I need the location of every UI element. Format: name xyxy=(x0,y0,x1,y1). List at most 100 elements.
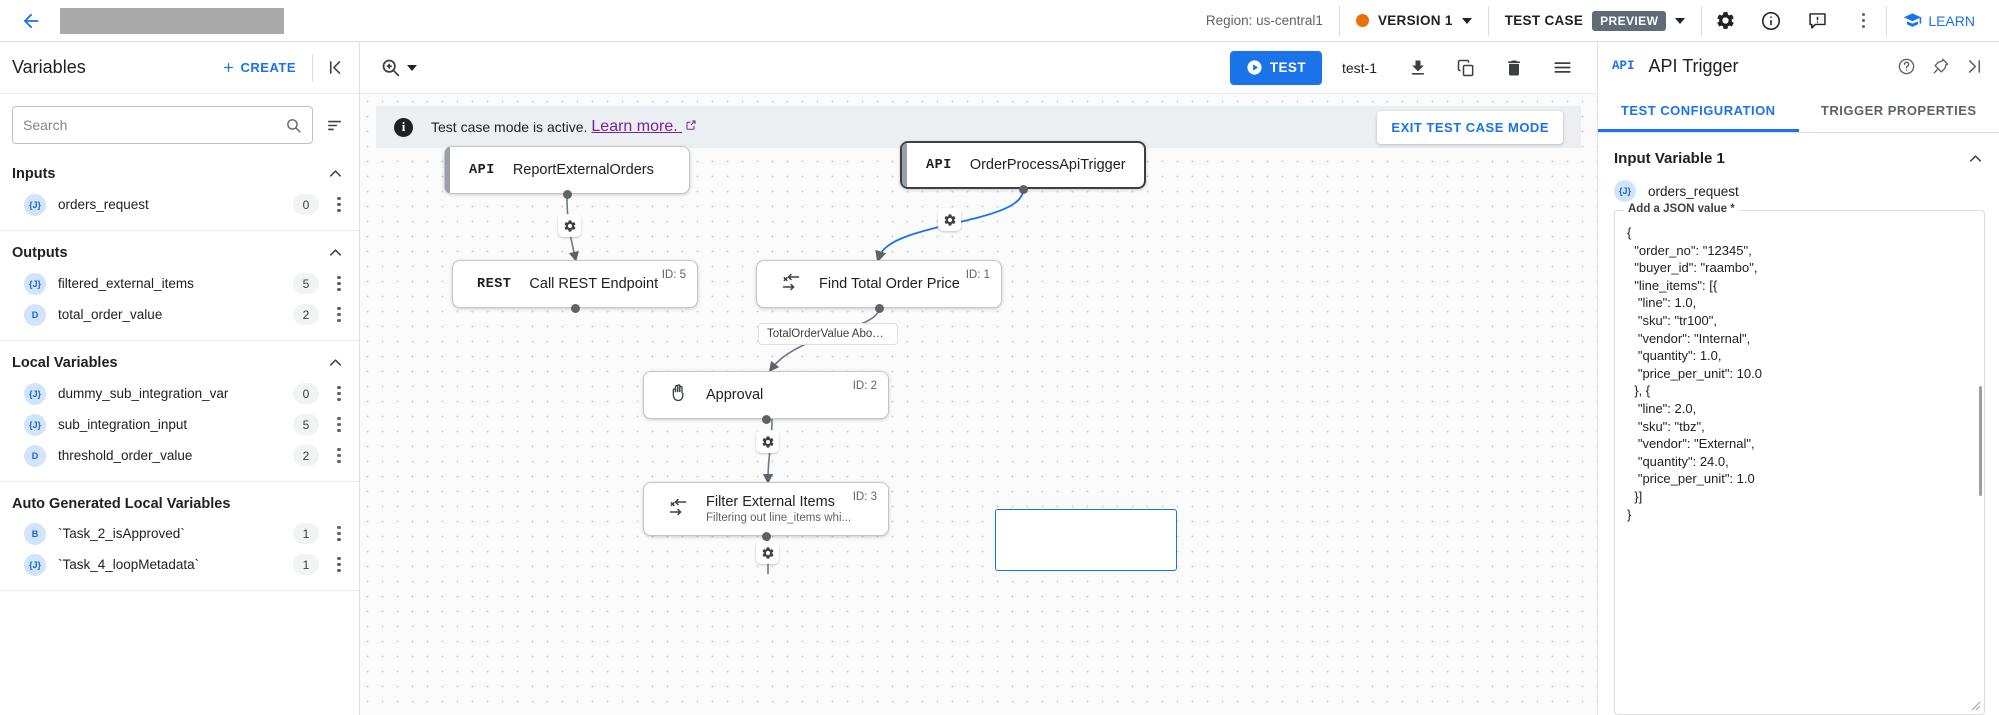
variable-type-badge: {J} xyxy=(24,272,46,295)
json-value-text[interactable]: { "order_no": "12345", "buyer_id": "raam… xyxy=(1627,225,1762,522)
pin-icon[interactable] xyxy=(1923,49,1957,83)
details-panel-title: API Trigger xyxy=(1648,55,1739,76)
variable-section-title: Outputs xyxy=(12,244,68,261)
test-case-selector[interactable]: TEST CASE PREVIEW xyxy=(1489,10,1702,31)
node-output-port[interactable] xyxy=(570,303,580,313)
edge-condition-label[interactable]: TotalOrderValue Above ... xyxy=(758,323,898,345)
variable-row[interactable]: {J}`Task_4_loopMetadata`1 xyxy=(0,549,359,580)
variables-panel-header: Variables CREATE xyxy=(0,42,359,94)
test-case-name[interactable]: test-1 xyxy=(1341,59,1377,76)
variable-type-badge: {J} xyxy=(24,553,46,576)
json-scrollbar[interactable] xyxy=(1979,386,1982,496)
more-vert-icon[interactable] xyxy=(1840,0,1886,42)
create-variable-button[interactable]: CREATE xyxy=(211,60,306,75)
variable-more-icon[interactable] xyxy=(329,417,349,432)
variable-section-header[interactable]: Inputs xyxy=(0,152,359,189)
divider xyxy=(1487,5,1489,36)
collapse-left-icon[interactable] xyxy=(319,52,351,84)
json-value-field[interactable]: Add a JSON value * { "order_no": "12345"… xyxy=(1614,203,1985,715)
zoom-control[interactable] xyxy=(372,53,425,82)
node-output-port[interactable] xyxy=(761,414,771,424)
variable-more-icon[interactable] xyxy=(329,386,349,401)
chevron-up-icon[interactable] xyxy=(326,353,345,372)
node-id-badge: ID: 3 xyxy=(852,491,877,503)
node-subtitle: Filtering out line_items whi... xyxy=(706,512,852,524)
edge-gear-icon[interactable] xyxy=(756,541,779,564)
variable-section-title: Auto Generated Local Variables xyxy=(12,496,231,512)
search-input[interactable] xyxy=(23,117,277,133)
node-title: Find Total Order Price xyxy=(819,276,960,292)
variable-section-title: Inputs xyxy=(12,165,56,182)
variable-section-header[interactable]: Local Variables xyxy=(0,341,359,378)
tab-test-configuration[interactable]: TEST CONFIGURATION xyxy=(1598,90,1799,132)
chevron-up-icon[interactable] xyxy=(326,243,345,262)
redacted-title xyxy=(60,7,284,34)
variable-more-icon[interactable] xyxy=(329,197,349,212)
node-output-port[interactable] xyxy=(1018,184,1028,194)
resize-grip-icon[interactable] xyxy=(1971,701,1981,711)
variable-more-icon[interactable] xyxy=(329,557,349,572)
node-output-port[interactable] xyxy=(874,303,884,313)
filter-list-icon[interactable] xyxy=(321,112,347,138)
test-button[interactable]: TEST xyxy=(1229,50,1322,85)
variables-panel: Variables CREATE Inputs{J xyxy=(0,42,360,715)
exit-test-case-mode-button[interactable]: EXIT TEST CASE MODE xyxy=(1377,110,1563,144)
search-input-wrapper[interactable] xyxy=(12,106,313,144)
edge-gear-icon[interactable] xyxy=(938,208,961,231)
chevron-up-icon[interactable] xyxy=(326,164,345,183)
workflow-canvas[interactable]: i Test case mode is active. Learn more. … xyxy=(360,94,1597,715)
delete-icon[interactable] xyxy=(1493,47,1535,89)
edge-gear-icon[interactable] xyxy=(558,214,581,237)
json-field-label: Add a JSON value * xyxy=(1624,203,1739,215)
node-output-port[interactable] xyxy=(761,531,771,541)
divider xyxy=(1701,5,1703,36)
variable-type-badge: D xyxy=(24,303,46,326)
variable-more-icon[interactable] xyxy=(329,526,349,541)
variable-more-icon[interactable] xyxy=(329,448,349,463)
variable-more-icon[interactable] xyxy=(329,307,349,322)
learn-button[interactable]: LEARN xyxy=(1887,11,1985,30)
node-body: OrderProcessApiTrigger xyxy=(970,157,1144,173)
body-row: Variables CREATE Inputs{J xyxy=(0,42,1999,715)
download-icon[interactable] xyxy=(1397,47,1439,89)
variable-section-title: Local Variables xyxy=(12,354,118,371)
help-circle-icon[interactable] xyxy=(1889,49,1923,83)
play-circle-icon xyxy=(1247,60,1262,75)
variable-count-badge: 0 xyxy=(293,383,319,404)
details-panel: API API Trigger TEST CONFIGURATION TRIGG… xyxy=(1597,42,1999,715)
copy-icon[interactable] xyxy=(1445,47,1487,89)
selection-box[interactable] xyxy=(995,509,1177,571)
variable-section-header[interactable]: Outputs xyxy=(0,231,359,268)
info-icon[interactable] xyxy=(1748,0,1794,42)
variable-count-badge: 2 xyxy=(293,304,319,325)
collapse-right-icon[interactable] xyxy=(1957,49,1991,83)
settings-gear-icon[interactable] xyxy=(1702,0,1748,42)
back-arrow-icon[interactable] xyxy=(14,4,48,38)
node-output-port[interactable] xyxy=(562,189,572,199)
chevron-up-icon[interactable] xyxy=(1966,149,1985,168)
learn-more-link[interactable]: Learn more. xyxy=(591,118,697,136)
tab-trigger-properties[interactable]: TRIGGER PROPERTIES xyxy=(1820,103,1977,118)
variable-name: filtered_external_items xyxy=(58,276,194,291)
version-selector[interactable]: VERSION 1 xyxy=(1340,13,1488,28)
edge-gear-icon[interactable] xyxy=(756,430,779,453)
hamburger-menu-icon[interactable] xyxy=(1541,47,1583,89)
variable-row[interactable]: B`Task_2_isApproved`1 xyxy=(0,518,359,549)
test-label: TEST xyxy=(1269,60,1306,75)
variable-more-icon[interactable] xyxy=(329,276,349,291)
node-accent-bar xyxy=(902,143,907,187)
feedback-icon[interactable] xyxy=(1794,0,1840,42)
